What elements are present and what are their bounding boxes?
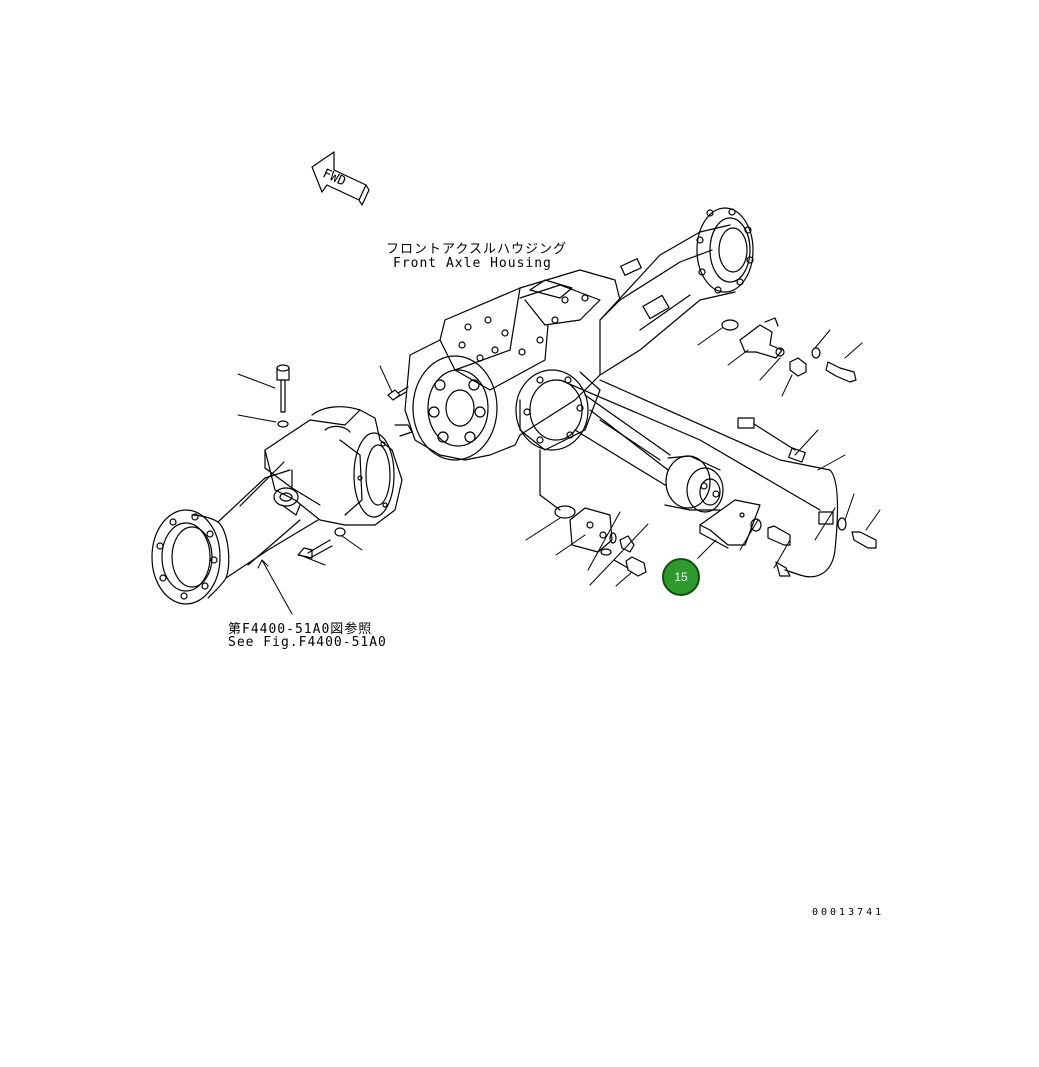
washer (334, 527, 346, 537)
sensor-plug (775, 561, 791, 577)
washer (600, 548, 612, 556)
bolt (619, 535, 635, 553)
mounting-plate (569, 507, 613, 553)
housing-label-jp: フロントアクスルハウジング (386, 242, 567, 257)
see-fig-label-en: See Fig.F4400-51A0 (228, 635, 387, 650)
see-fig-label-jp: 第F4400-51A0図参照 (228, 622, 373, 637)
o-ring (277, 420, 289, 428)
left-carrier (264, 406, 413, 526)
breather-plug (276, 364, 290, 413)
washer (750, 518, 762, 532)
speed-sensor-cable (559, 379, 839, 578)
bolt (767, 525, 791, 546)
center-differential-housing (404, 269, 621, 461)
washer (609, 532, 617, 544)
housing-label-en: Front Axle Housing (393, 256, 552, 271)
leader-lines (237, 327, 881, 615)
drive-shaft (515, 369, 724, 513)
washer (775, 347, 785, 357)
bolt (825, 361, 857, 383)
bolt (789, 357, 807, 377)
see-fig-arrow-icon (257, 559, 269, 569)
shaft-guard-bracket (699, 499, 761, 549)
bolt (851, 531, 877, 549)
document-number: 00013741 (812, 907, 885, 918)
o-ring (554, 505, 576, 519)
fwd-arrow-icon: FWD (311, 151, 370, 206)
part-callout-15[interactable]: 15 (662, 558, 700, 596)
washer (811, 347, 821, 359)
bolt (613, 556, 647, 577)
speed-sensor (739, 317, 783, 359)
left-axle-tube (151, 461, 319, 605)
right-axle-tube (599, 207, 754, 376)
bolt (297, 539, 333, 559)
fwd-label: FWD (320, 166, 348, 189)
bolt (387, 386, 409, 401)
o-ring (721, 319, 739, 331)
washer (837, 517, 847, 531)
